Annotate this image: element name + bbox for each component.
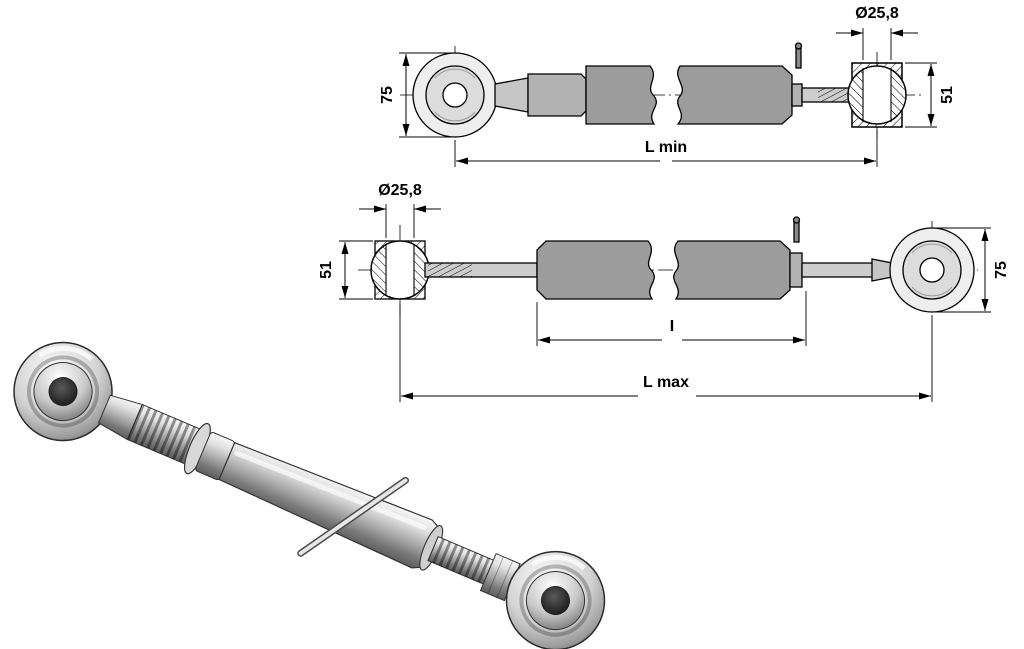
label-ball-size: 51 xyxy=(318,261,335,279)
label-bore-diameter: Ø25,8 xyxy=(378,182,422,199)
grease-pin-head xyxy=(792,216,801,224)
render-bore xyxy=(48,377,78,407)
dim-tube-length: I xyxy=(536,291,807,346)
ball-eye xyxy=(412,52,498,138)
adjusting-sleeve xyxy=(527,73,587,117)
render-thread-texture xyxy=(127,404,202,465)
grease-pin xyxy=(795,47,802,69)
end-boss xyxy=(791,83,803,107)
end-collar xyxy=(789,252,803,288)
label-eye-size: 75 xyxy=(993,261,1010,279)
sectioned-ball-joint xyxy=(370,240,430,300)
top-link-render xyxy=(13,341,606,649)
render-tommy-pin xyxy=(297,476,410,557)
dim-eye-size: 75 xyxy=(935,227,1010,313)
render-bore xyxy=(540,586,570,616)
dim-length-max: L max xyxy=(399,304,933,402)
grease-pin-head xyxy=(794,42,803,50)
eye-neck xyxy=(871,258,893,282)
thread-texture xyxy=(818,88,850,102)
label-bore-diameter: Ø25,8 xyxy=(855,5,899,22)
render-ball-eye-left xyxy=(13,341,113,442)
dim-length-min: L min xyxy=(454,130,878,167)
label-length-min: L min xyxy=(645,139,687,156)
label-ball-size: 51 xyxy=(939,86,956,104)
render-tube-highlight xyxy=(234,450,428,531)
dim-ball-size: 51 xyxy=(905,62,956,128)
label-tube-length: I xyxy=(670,318,674,335)
sectioned-ball-joint xyxy=(847,62,907,128)
thread-texture xyxy=(428,263,472,277)
render-ball-eye-right xyxy=(505,550,606,649)
label-length-max: L max xyxy=(643,374,689,391)
dim-bore-diameter: Ø25,8 xyxy=(836,5,918,60)
ball-eye xyxy=(889,227,975,313)
bore-band xyxy=(863,67,891,123)
tube-left-section xyxy=(536,240,655,300)
render-rod-thread-texture xyxy=(427,536,494,585)
bore-band xyxy=(386,242,414,298)
tube-left-section xyxy=(585,65,657,125)
dim-eye-size: 75 xyxy=(379,52,452,138)
dim-ball-size: 51 xyxy=(318,240,373,300)
view-long-position: Ø25,8 51 75 I xyxy=(318,182,1010,402)
tube-right-section xyxy=(676,65,793,125)
tube-right-section xyxy=(673,240,791,300)
label-eye-size: 75 xyxy=(379,86,396,104)
grease-pin xyxy=(793,221,800,243)
eye-neck xyxy=(494,77,529,113)
view-short-position: Ø25,8 75 51 L min xyxy=(379,5,956,167)
dim-bore-diameter: Ø25,8 xyxy=(359,182,441,238)
